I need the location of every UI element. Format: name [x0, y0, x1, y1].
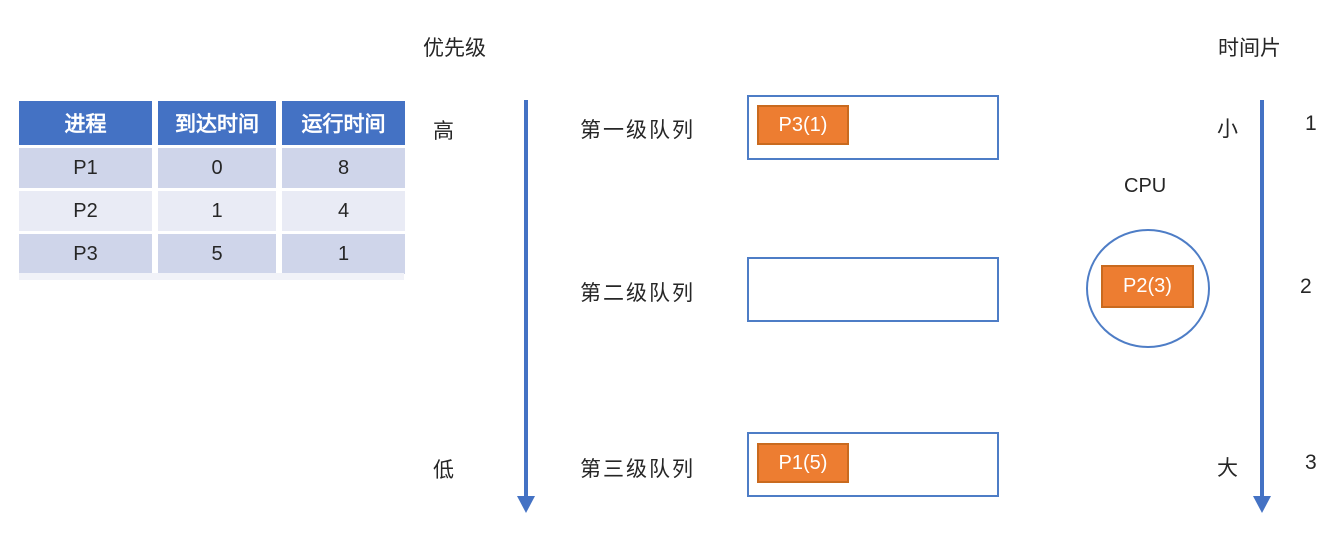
- cpu-label: CPU: [1124, 175, 1167, 197]
- queue1-label: 第一级队列: [580, 119, 695, 142]
- table-cell-p2-arrival: 1: [158, 191, 276, 231]
- table-cell-p3-runtime: 1: [282, 234, 405, 274]
- timeslice-tick-3: 3: [1305, 451, 1317, 474]
- priority-arrow-head-icon: [517, 496, 535, 513]
- timeslice-tick-2: 2: [1300, 275, 1312, 298]
- process-table: 进程 到达时间 运行时间 P1 0 8 P2 1 4 P3 5 1: [19, 101, 405, 274]
- timeslice-axis-title: 时间片: [1218, 37, 1281, 60]
- queue3-process-chip: P1(5): [757, 443, 849, 483]
- timeslice-arrow-head-icon: [1253, 496, 1271, 513]
- queue3-label: 第三级队列: [580, 458, 695, 481]
- timeslice-arrow-line: [1260, 100, 1264, 497]
- table-bottom-edge: [19, 273, 404, 280]
- table-cell-p3-arrival: 5: [158, 234, 276, 274]
- table-header-process: 进程: [19, 101, 152, 145]
- timeslice-small-label: 小: [1217, 118, 1238, 141]
- table-cell-p2-runtime: 4: [282, 191, 405, 231]
- cpu-process-chip: P2(3): [1101, 265, 1194, 308]
- timeslice-tick-1: 1: [1305, 112, 1317, 135]
- table-cell-p3-name: P3: [19, 234, 152, 274]
- table-cell-p2-name: P2: [19, 191, 152, 231]
- table-header-runtime: 运行时间: [282, 101, 405, 145]
- priority-axis-title: 优先级: [423, 37, 486, 60]
- priority-arrow-line: [524, 100, 528, 497]
- table-cell-p1-name: P1: [19, 148, 152, 188]
- table-cell-p1-arrival: 0: [158, 148, 276, 188]
- table-header-arrival: 到达时间: [158, 101, 276, 145]
- queue2-label: 第二级队列: [580, 282, 695, 305]
- queue2-box: [747, 257, 999, 322]
- timeslice-large-label: 大: [1217, 457, 1238, 480]
- queue1-process-chip: P3(1): [757, 105, 849, 145]
- priority-high-label: 高: [433, 120, 454, 143]
- table-cell-p1-runtime: 8: [282, 148, 405, 188]
- priority-low-label: 低: [433, 459, 454, 482]
